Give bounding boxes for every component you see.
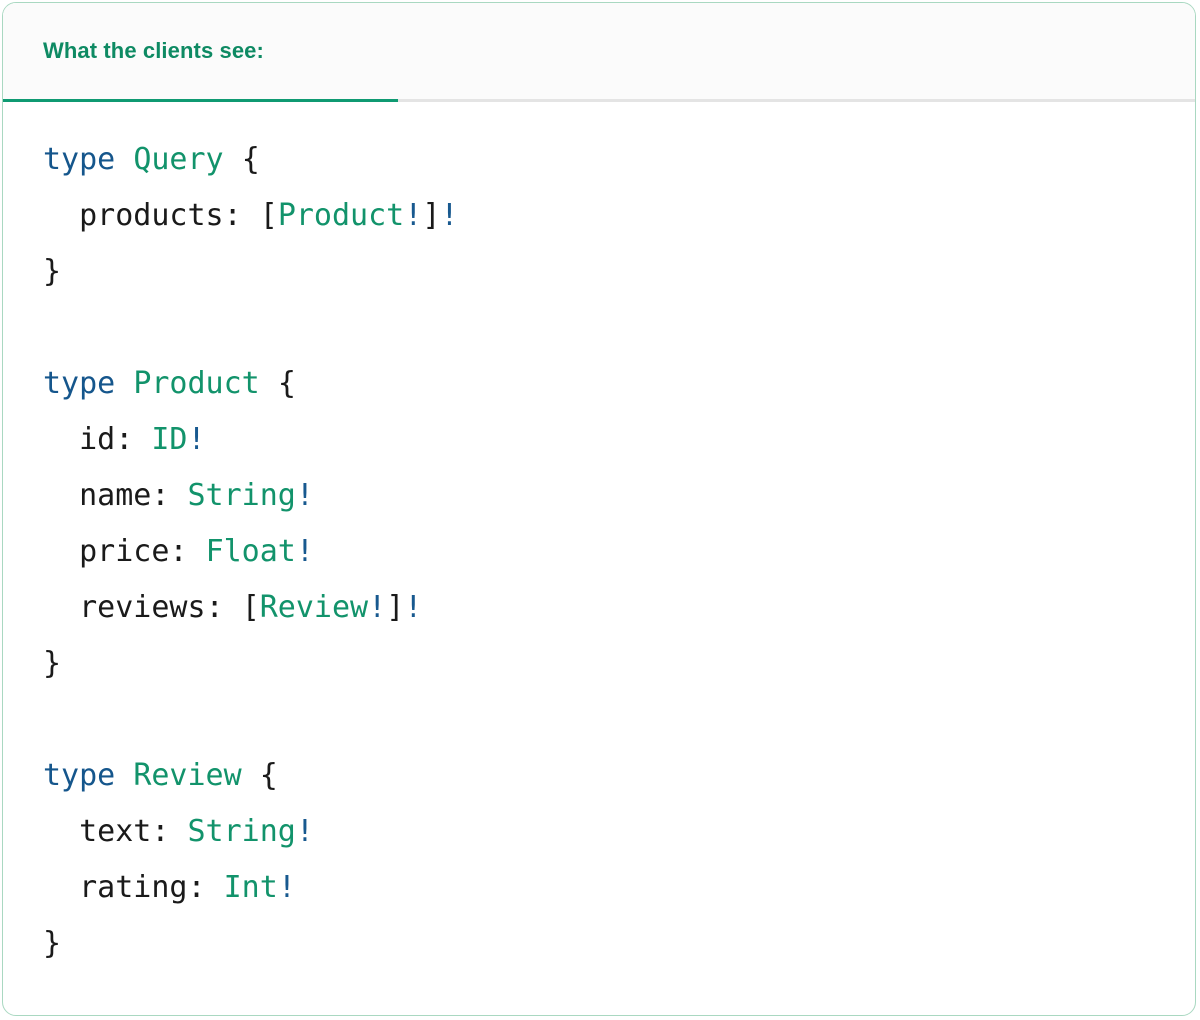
code-token: String	[187, 814, 296, 849]
code-token: Product	[133, 366, 260, 401]
code-token: reviews	[79, 590, 206, 625]
code-token: }	[43, 926, 62, 961]
code-token	[260, 366, 278, 401]
code-indent	[43, 198, 79, 233]
code-indent	[43, 478, 79, 513]
code-token: !	[277, 870, 296, 905]
code-line: products: [Product!]!	[43, 188, 1195, 244]
code-token: :	[223, 198, 260, 233]
code-token: Float	[205, 534, 296, 569]
code-token: {	[277, 366, 296, 401]
code-line: type Query {	[43, 132, 1195, 188]
code-token: String	[187, 478, 296, 513]
code-token: :	[151, 814, 188, 849]
code-token: :	[205, 590, 242, 625]
code-token: {	[241, 142, 260, 177]
code-token: :	[169, 534, 206, 569]
code-token: !	[295, 478, 314, 513]
code-token: !	[187, 422, 206, 457]
code-token: :	[187, 870, 224, 905]
tab-what-the-clients-see[interactable]: What the clients see:	[3, 3, 398, 99]
code-line: }	[43, 916, 1195, 972]
code-line	[43, 692, 1195, 748]
code-token: }	[43, 254, 62, 289]
code-line: text: String!	[43, 804, 1195, 860]
code-token: type	[43, 142, 116, 177]
code-token: !	[295, 814, 314, 849]
code-line: }	[43, 636, 1195, 692]
tab-bar: What the clients see:	[3, 3, 1195, 102]
code-line: }	[43, 244, 1195, 300]
tab-active-underline	[3, 99, 398, 102]
code-token: [	[259, 198, 278, 233]
tab-label: What the clients see:	[43, 38, 264, 63]
code-token: !	[404, 590, 423, 625]
code-token: :	[115, 422, 152, 457]
code-token: !	[295, 534, 314, 569]
code-token: Int	[223, 870, 278, 905]
code-token: name	[79, 478, 152, 513]
code-token: !	[368, 590, 387, 625]
code-indent	[43, 422, 79, 457]
code-indent	[43, 590, 79, 625]
code-token: type	[43, 366, 116, 401]
code-line: price: Float!	[43, 524, 1195, 580]
code-token	[115, 142, 133, 177]
code-token	[115, 758, 133, 793]
code-token: ]	[386, 590, 405, 625]
graphql-schema-code[interactable]: type Query { products: [Product!]!} type…	[3, 102, 1195, 972]
code-token: !	[440, 198, 459, 233]
code-token: ID	[151, 422, 188, 457]
code-line: type Review {	[43, 748, 1195, 804]
code-token: price	[79, 534, 170, 569]
code-token: [	[241, 590, 260, 625]
code-token: {	[259, 758, 278, 793]
code-line: type Product {	[43, 356, 1195, 412]
code-token: }	[43, 646, 62, 681]
code-token: id	[79, 422, 116, 457]
code-token: Review	[259, 590, 369, 625]
code-token: Product	[277, 198, 405, 233]
code-line: name: String!	[43, 468, 1195, 524]
code-indent	[43, 870, 79, 905]
code-line	[43, 300, 1195, 356]
code-token: text	[79, 814, 152, 849]
code-token	[115, 366, 133, 401]
code-line: rating: Int!	[43, 860, 1195, 916]
code-token: rating	[79, 870, 188, 905]
code-token: Review	[133, 758, 242, 793]
code-token: type	[43, 758, 116, 793]
code-token: Query	[133, 142, 224, 177]
code-token: :	[151, 478, 188, 513]
code-token: products	[79, 198, 224, 233]
code-indent	[43, 814, 79, 849]
code-token	[224, 142, 242, 177]
code-token	[242, 758, 260, 793]
code-token: !	[404, 198, 423, 233]
code-indent	[43, 534, 79, 569]
code-line: reviews: [Review!]!	[43, 580, 1195, 636]
code-token: ]	[422, 198, 441, 233]
code-line: id: ID!	[43, 412, 1195, 468]
